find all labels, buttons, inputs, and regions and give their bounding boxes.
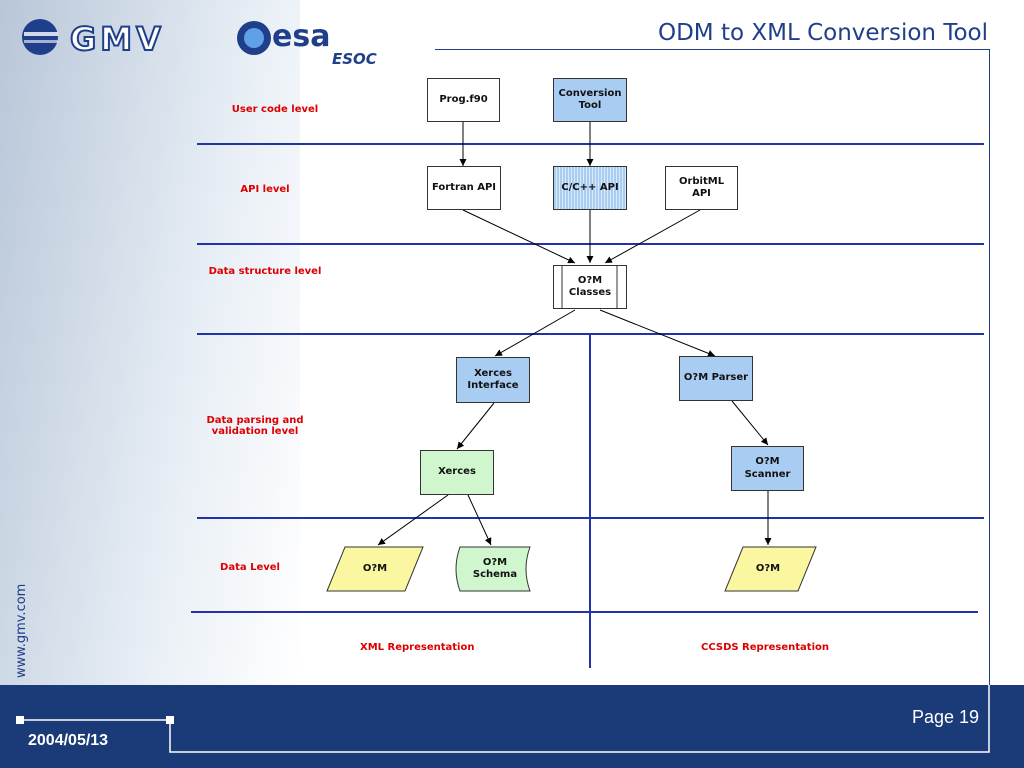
gmv-logo: GMV [22, 19, 165, 59]
header-rule [435, 49, 990, 50]
footer-bar [0, 685, 1024, 768]
level-label-user-code: User code level [231, 104, 319, 115]
node-om-schema: O?M Schema [472, 556, 518, 581]
node-orbitml-api: OrbitML API [665, 166, 738, 210]
om-schema-shape [455, 546, 531, 592]
node-xerces: Xerces [420, 450, 494, 495]
svg-text:GMV: GMV [70, 20, 165, 58]
edge-fortran-to-classes [462, 209, 576, 264]
edge-orbitml-to-classes [604, 209, 701, 264]
node-om-data-xml: O?M [362, 562, 388, 574]
node-conversion-tool: Conversion Tool [553, 78, 627, 122]
level-label-api: API level [240, 184, 290, 195]
node-xerces-interface: Xerces Interface [456, 357, 530, 403]
page-number: Page 19 [911, 707, 979, 727]
edge-xerces-to-schema [467, 494, 492, 546]
node-prog-f90: Prog.f90 [427, 78, 500, 122]
edge-classes-to-parser [599, 309, 716, 357]
node-cpp-api: C/C++ API [553, 166, 627, 210]
om-data-xml-shape [326, 546, 424, 592]
edge-parser-to-scanner [731, 400, 769, 446]
node-fortran-api: Fortran API [427, 166, 501, 210]
om-data-ccsds-shape [724, 546, 817, 592]
node-om-parser: O?M Parser [679, 356, 753, 401]
edge-xerces-to-om [377, 494, 449, 546]
svg-text:ESOC: ESOC [332, 50, 377, 68]
node-om-classes-label: O?M Classes [568, 274, 612, 299]
node-om-data-ccsds: O?M [755, 562, 781, 574]
xml-representation-label: XML Representation [360, 642, 475, 653]
right-border-rule [989, 49, 990, 685]
node-om-classes: O?M Classes [553, 265, 627, 309]
svg-text:esa: esa [272, 19, 330, 54]
level-label-data-structure: Data structure level [208, 266, 322, 277]
architecture-diagram [191, 122, 984, 668]
level-label-data: Data Level [220, 562, 280, 573]
background-satellite-panel [0, 0, 300, 685]
esa-esoc-logo: esa ESOC [237, 19, 377, 68]
node-om-scanner: O?M Scanner [731, 446, 804, 491]
ccsds-representation-label: CCSDS Representation [701, 642, 829, 653]
date-label: 2004/05/13 [28, 732, 109, 749]
edge-classes-to-xerces-interface [494, 309, 576, 357]
edge-interface-to-xerces [456, 402, 495, 450]
page-title: ODM to XML Conversion Tool [657, 20, 988, 46]
level-label-data-parsing: Data parsing and validation level [206, 415, 304, 437]
